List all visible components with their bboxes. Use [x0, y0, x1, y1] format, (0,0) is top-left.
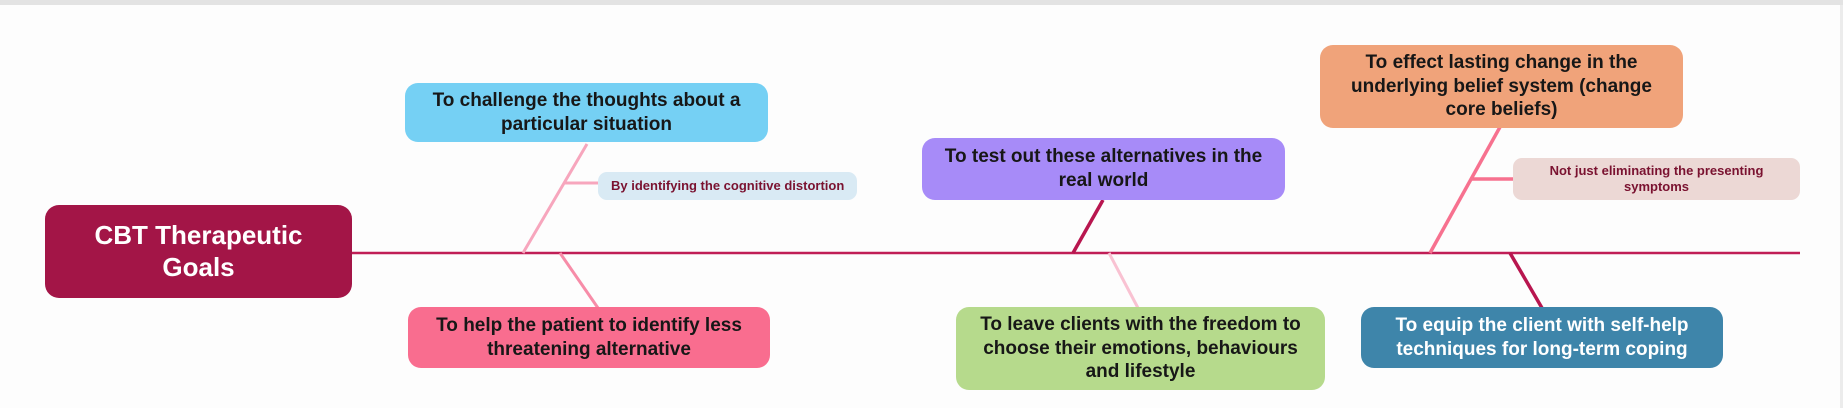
node-challenge-thoughts[interactable]: To challenge the thoughts about a partic…: [405, 83, 768, 142]
node-help-label: To help the patient to identify less thr…: [436, 314, 742, 360]
top-border-bar: [0, 0, 1843, 5]
node-challenge-label: To challenge the thoughts about a partic…: [432, 89, 741, 135]
node-leave-label: To leave clients with the freedom to cho…: [980, 313, 1301, 383]
connector-challenge: [521, 143, 589, 254]
node-effect-label: To effect lasting change in the underlyi…: [1351, 51, 1652, 121]
connector-help: [558, 252, 600, 309]
connector-leave: [1107, 252, 1140, 309]
subnode-not-just-symptoms[interactable]: Not just eliminating the presenting symp…: [1513, 158, 1800, 200]
connector-equip: [1508, 252, 1544, 309]
node-help-identify-alternative[interactable]: To help the patient to identify less thr…: [408, 307, 770, 368]
connector-test: [1071, 199, 1105, 254]
node-test-alternatives[interactable]: To test out these alternatives in the re…: [922, 138, 1285, 200]
node-equip-label: To equip the client with self-help techn…: [1395, 314, 1689, 360]
root-node-label: CBT Therapeutic Goals: [94, 219, 303, 282]
right-edge-border: [1840, 5, 1843, 408]
subnode-identify-cognitive-distortion[interactable]: By identifying the cognitive distortion: [598, 172, 858, 200]
node-equip-self-help[interactable]: To equip the client with self-help techn…: [1361, 307, 1723, 368]
node-effect-lasting-change[interactable]: To effect lasting change in the underlyi…: [1320, 45, 1683, 128]
root-node-cbt-therapeutic-goals[interactable]: CBT Therapeutic Goals: [45, 205, 352, 298]
connector-effect: [1428, 126, 1502, 254]
subnode-identify-label: By identifying the cognitive distortion: [611, 178, 845, 194]
subnode-symptoms-label: Not just eliminating the presenting symp…: [1549, 163, 1764, 194]
node-test-label: To test out these alternatives in the re…: [944, 146, 1263, 191]
node-leave-clients-freedom[interactable]: To leave clients with the freedom to cho…: [956, 307, 1325, 390]
